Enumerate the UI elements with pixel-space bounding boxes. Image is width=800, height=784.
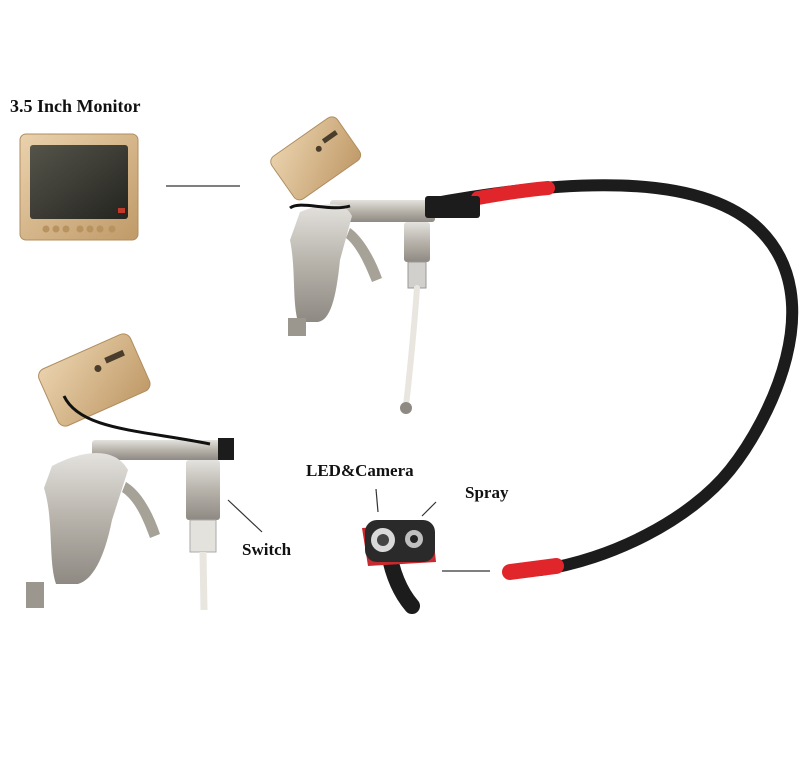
monitor-screen	[30, 145, 128, 219]
monitor-label: 3.5 Inch Monitor	[10, 96, 141, 116]
monitor-standalone	[19, 133, 139, 241]
monitor-on-gun-bottom	[38, 333, 151, 427]
spray-gun-bottom	[26, 333, 234, 611]
led-camera-pointer-line	[375, 488, 379, 513]
switch-pointer-line	[227, 499, 263, 533]
spray-label: Spray	[465, 483, 509, 502]
camera-tip-closeup	[362, 520, 436, 614]
flexible-hose	[424, 179, 799, 580]
led-camera-label: LED&Camera	[306, 461, 414, 480]
hose-sleeve-top	[471, 181, 555, 205]
monitor-on-gun-top	[270, 116, 362, 201]
spray-gun-top	[270, 116, 480, 414]
switch-label: Switch	[242, 540, 292, 559]
spray-pointer-line	[421, 501, 437, 517]
hose-sleeve-tip	[502, 558, 564, 580]
